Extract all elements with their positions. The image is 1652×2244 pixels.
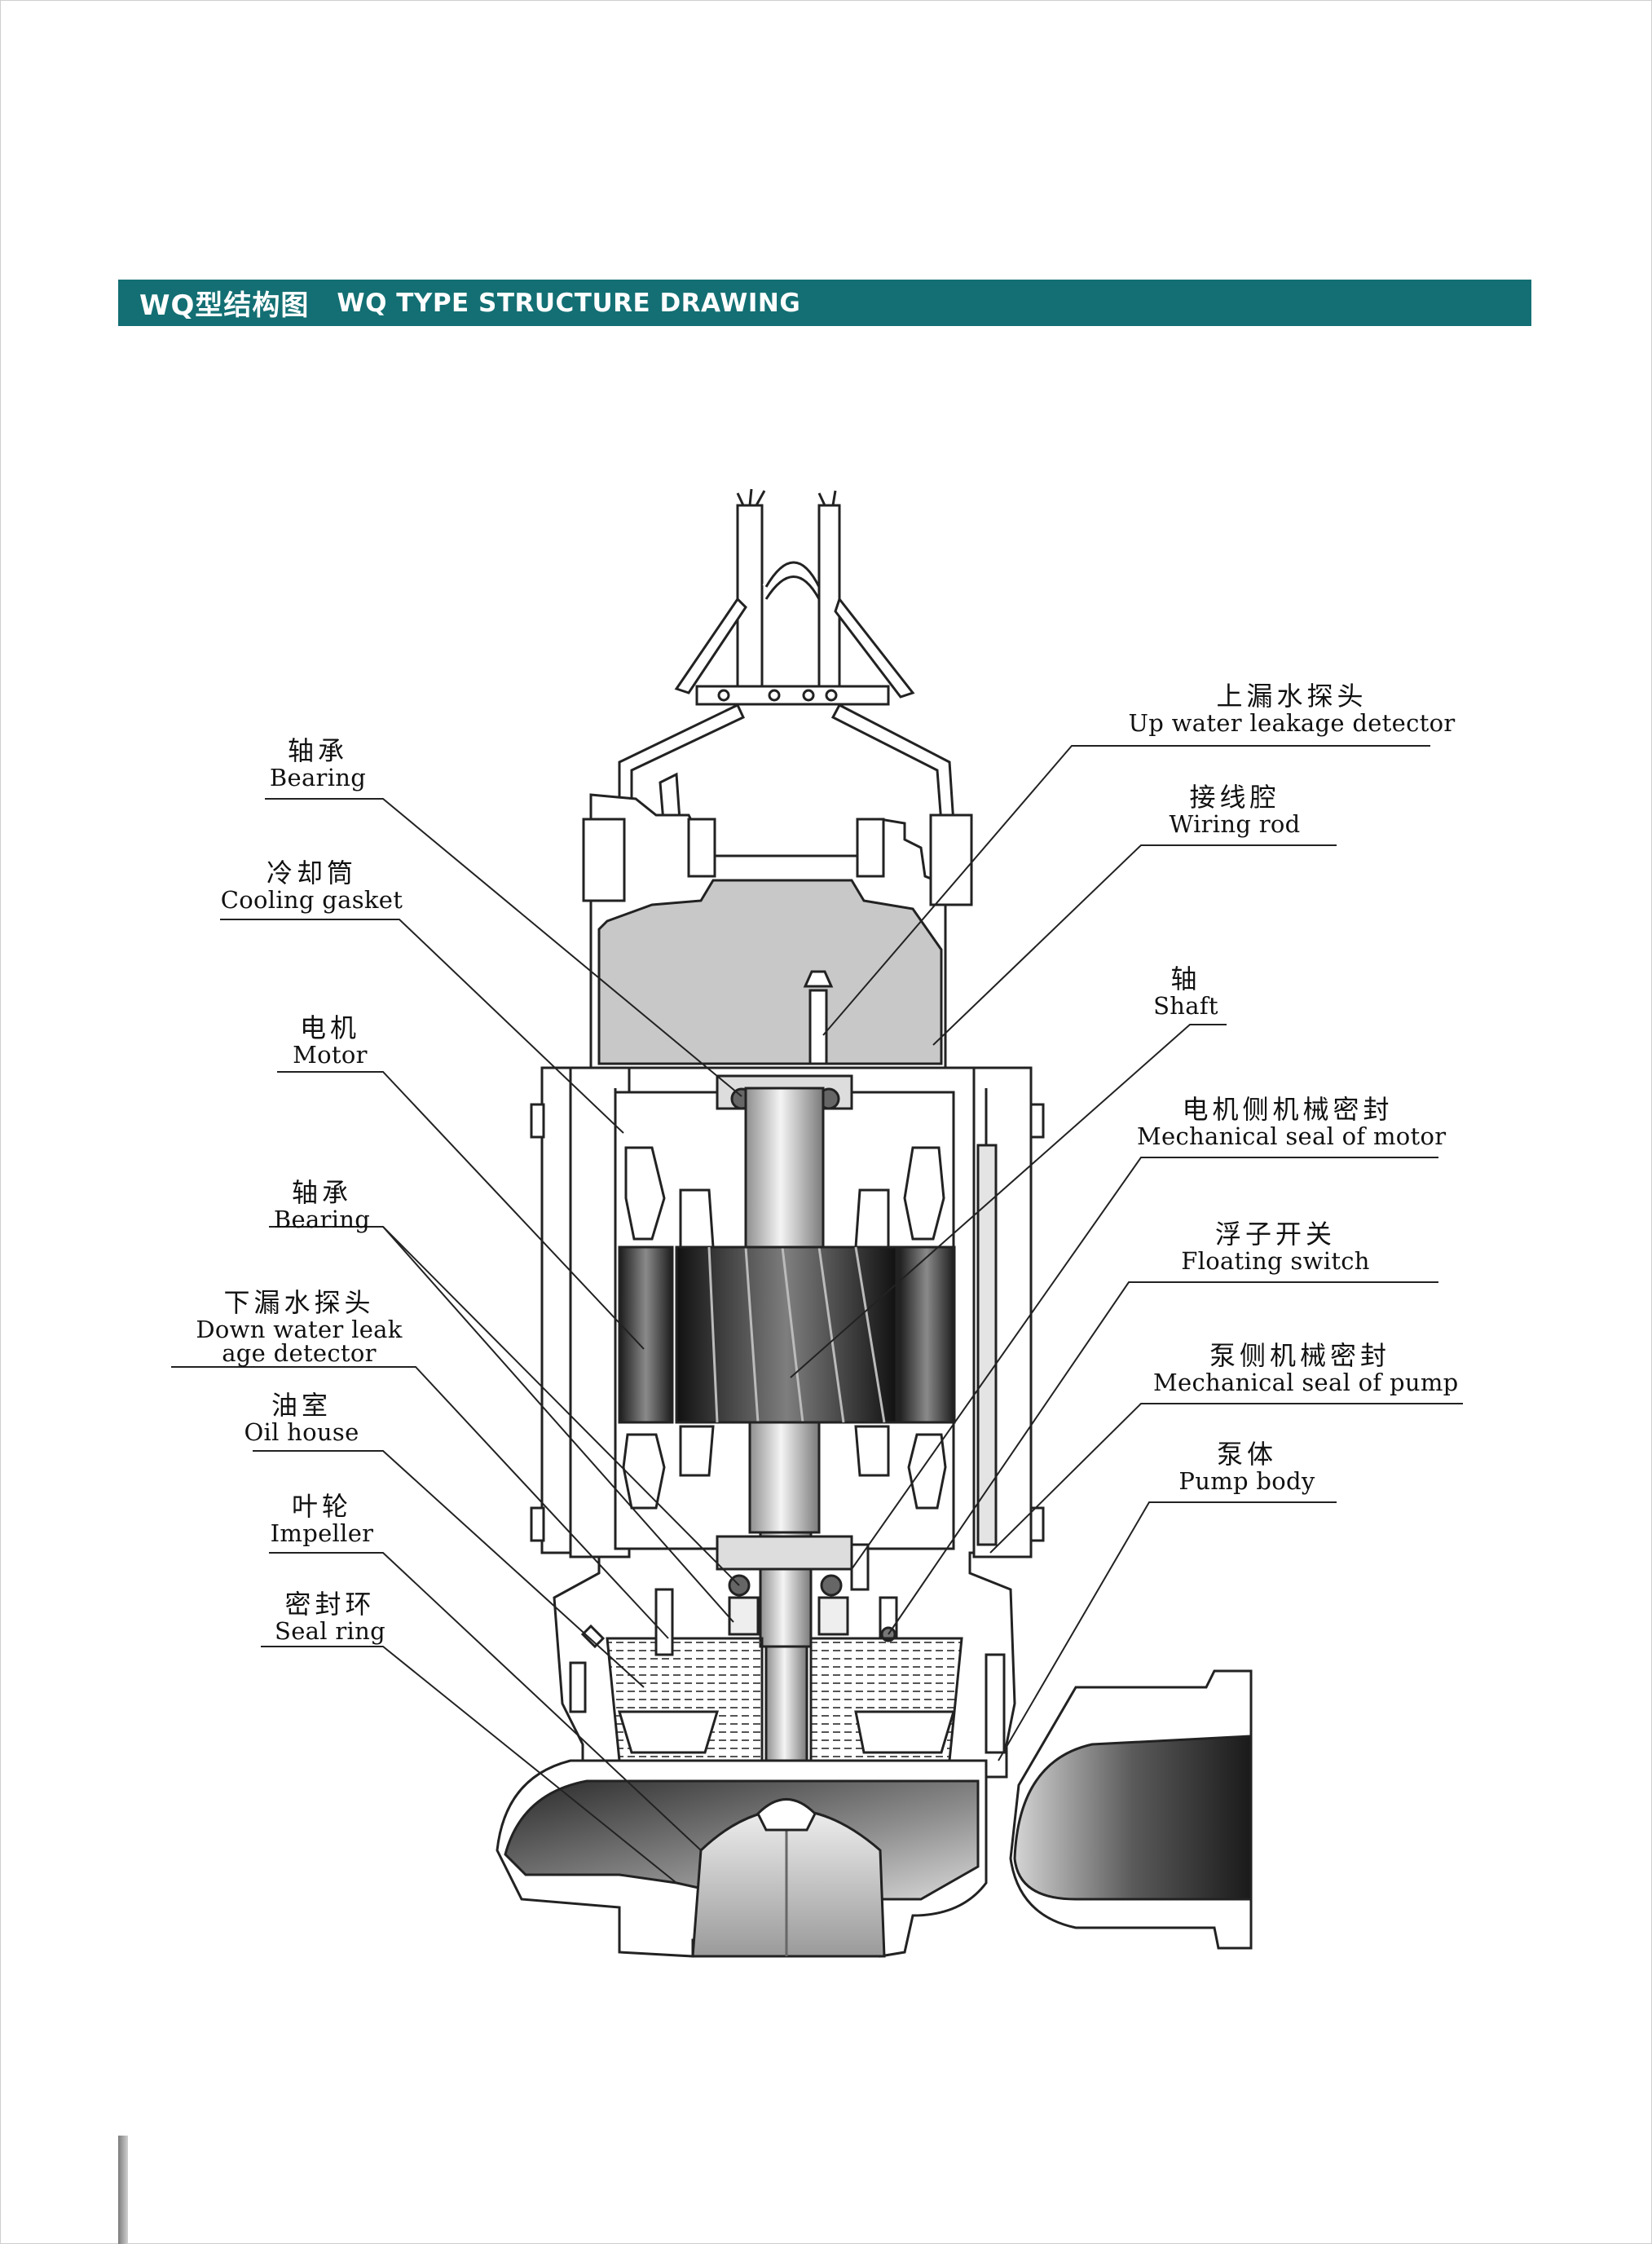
label-pump-body: 泵体 Pump body bbox=[1178, 1439, 1315, 1495]
label-cooling-gasket: 冷却筒 Cooling gasket bbox=[220, 857, 403, 914]
label-mech-seal-motor: 电机侧机械密封 Mechanical seal of motor bbox=[1137, 1094, 1447, 1150]
label-bearing-lower: 轴承 Bearing bbox=[273, 1177, 371, 1233]
title-cn: WQ型结构图 bbox=[139, 289, 310, 322]
label-floating-switch: 浮子开关 Floating switch bbox=[1181, 1219, 1370, 1275]
rotor bbox=[675, 1245, 898, 1424]
cables bbox=[736, 488, 841, 703]
label-wiring-rod: 接线腔 Wiring rod bbox=[1169, 782, 1301, 838]
up-leak-detector-part bbox=[803, 970, 834, 1065]
leader-lines bbox=[171, 745, 1463, 1884]
pump-outlet bbox=[1009, 1669, 1253, 1950]
title-banner: WQ型结构图 WQ TYPE STRUCTURE DRAWING bbox=[118, 280, 1531, 326]
oil-chamber bbox=[569, 1588, 1006, 1762]
title-en: WQ TYPE STRUCTURE DRAWING bbox=[337, 288, 801, 318]
label-motor: 电机 Motor bbox=[293, 1012, 368, 1069]
pump-volute bbox=[496, 1759, 988, 1958]
label-shaft: 轴 Shaft bbox=[1153, 963, 1218, 1020]
stator-coils bbox=[618, 1146, 956, 1510]
margin-bar bbox=[118, 2136, 128, 2244]
label-down-leak-detector: 下漏水探头 Down water leak age detector bbox=[196, 1287, 403, 1367]
top-cover bbox=[582, 793, 973, 1069]
label-mech-seal-pump: 泵侧机械密封 Mechanical seal of pump bbox=[1153, 1340, 1459, 1396]
label-bearing-top: 轴承 Bearing bbox=[269, 735, 367, 791]
label-up-leak-detector: 上漏水探头 Up water leakage detector bbox=[1128, 681, 1456, 737]
label-seal-ring: 密封环 Seal ring bbox=[275, 1589, 385, 1645]
lower-bearing-seal bbox=[716, 1535, 898, 1642]
lifting-frame bbox=[618, 596, 955, 833]
label-impeller: 叶轮 Impeller bbox=[270, 1491, 374, 1547]
label-oil-house: 油室 Oil house bbox=[244, 1390, 359, 1446]
